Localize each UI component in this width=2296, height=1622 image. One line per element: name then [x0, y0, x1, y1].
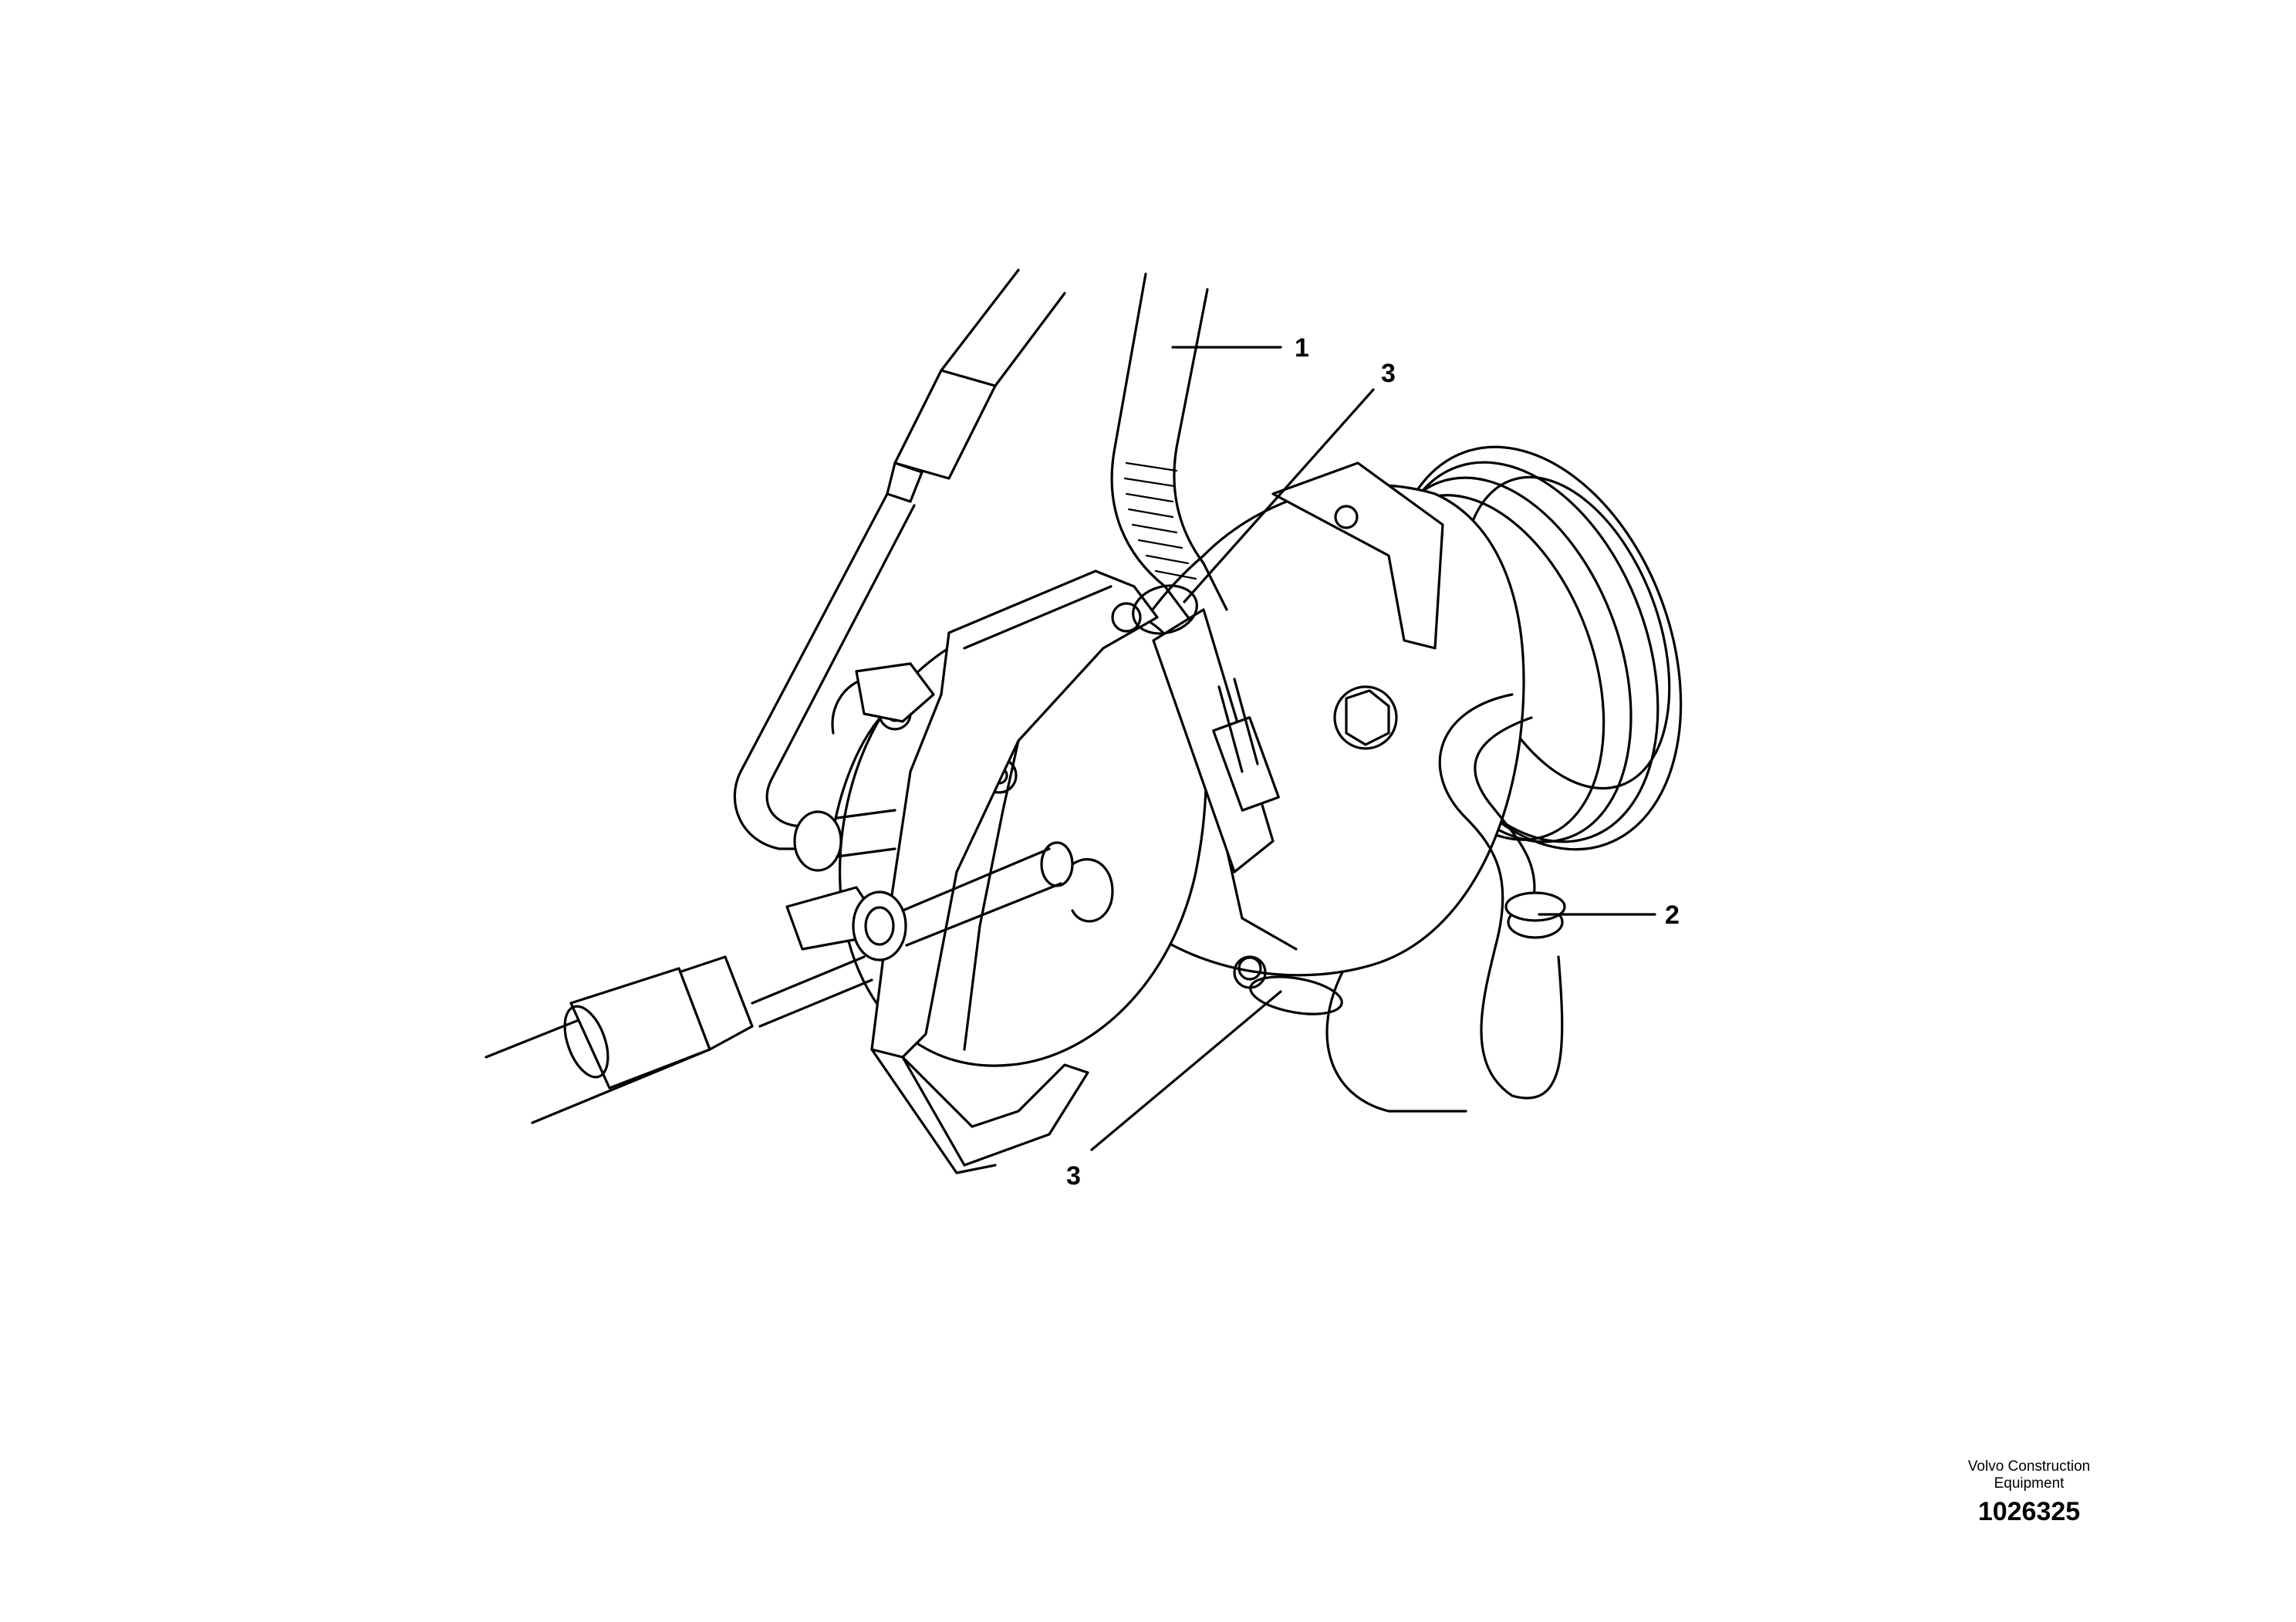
callout-3-upper: 3 — [1381, 359, 1396, 388]
callout-1: 1 — [1295, 333, 1309, 363]
brand-line-2: Equipment — [1994, 1475, 2065, 1492]
callout-3-lower: 3 — [1066, 1161, 1081, 1191]
image-number: 1026325 — [1977, 1497, 2081, 1526]
mounting-bracket — [870, 569, 1159, 1174]
footer-block: Volvo Construction Equipment 1026325 — [1944, 1458, 2114, 1527]
lower-left-hose — [485, 955, 873, 1124]
clip-upper — [1132, 584, 1198, 635]
hose-1 — [1110, 272, 1228, 619]
callout-2: 2 — [1665, 901, 1680, 930]
left-lines — [733, 269, 1074, 961]
brand-line-1: Volvo Construction — [1967, 1458, 2091, 1475]
clip-lower — [1233, 955, 1343, 1015]
callout-labels: 1 2 3 3 — [1066, 333, 1680, 1191]
electrical-connector — [1152, 608, 1280, 874]
leader-lines — [1090, 346, 1656, 1151]
